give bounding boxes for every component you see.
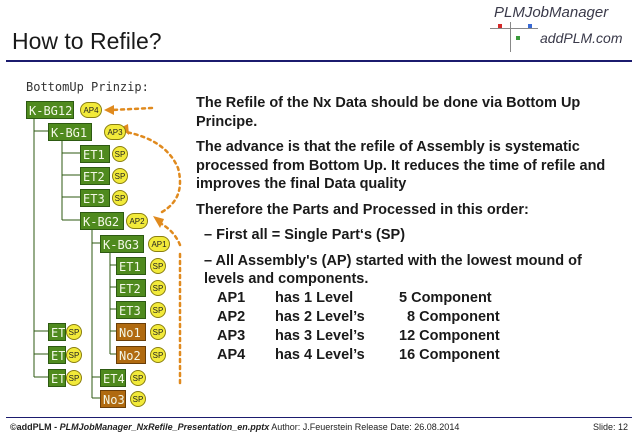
tree-node-no2: No2 (116, 346, 146, 364)
slide-content: The Refile of the Nx Data should be done… (196, 94, 626, 365)
tree-badge-ap3: AP3 (104, 124, 126, 140)
tree-badge-sp: SP (112, 168, 128, 184)
paragraph-advance: The advance is that the refile of Assemb… (196, 139, 606, 192)
footer: ©addPLM - PLMJobManager_NxRefile_Present… (10, 422, 459, 432)
tree-badge-sp: SP (112, 146, 128, 162)
footer-meta: Author: J.Feuerstein Release Date: 26.08… (269, 422, 460, 432)
brand-url: addPLM.com (540, 30, 623, 46)
tree-badge-sp: SP (130, 391, 146, 407)
tree-badge-ap4: AP4 (80, 102, 102, 118)
level-components: 5 Component (399, 289, 492, 306)
tree-node-kbg3: K-BG3 (100, 235, 144, 253)
tree-node-et1: ET1 (80, 145, 110, 163)
tree-node-et2: ET2 (48, 346, 66, 364)
level-count: has 1 Level (275, 289, 354, 306)
tree-badge-sp: SP (150, 280, 166, 296)
tree-badge-sp: SP (150, 258, 166, 274)
footer-filename: PLMJobManager_NxRefile_Presentation_en.p… (59, 422, 270, 432)
level-count: has 4 Level’s (275, 346, 365, 363)
footer-copyright: ©addPLM - (10, 422, 60, 432)
brand-name: PLMJobManager (494, 4, 609, 21)
tree-badge-sp: SP (150, 302, 166, 318)
tree-node-et3: ET3 (48, 369, 66, 387)
level-components: 16 Component (399, 346, 500, 363)
tree-node-et4: ET4 (100, 369, 126, 387)
level-ap: AP3 (217, 327, 246, 344)
tree-node-kbg1: K-BG1 (48, 123, 92, 141)
tree-node-et2: ET2 (116, 279, 146, 297)
page-title: How to Refile? (12, 28, 162, 54)
tree-badge-sp: SP (150, 347, 166, 363)
tree-node-et1: ET1 (116, 257, 146, 275)
level-components: 12 Component (399, 327, 500, 344)
level-components: 8 Component (399, 308, 500, 325)
title-rule (6, 60, 632, 62)
tree-badge-sp: SP (150, 324, 166, 340)
level-ap: AP2 (217, 308, 246, 325)
tree-caption: BottomUp Prinzip: (26, 80, 149, 94)
bullet-single-parts: – First all = Single Part‘s (SP) (204, 227, 406, 243)
slide-number: Slide: 12 (592, 422, 628, 432)
tree-node-et3: ET3 (116, 301, 146, 319)
level-row: AP3 has 3 Level’s 12 Component (196, 327, 626, 346)
tree-node-no1: No1 (116, 323, 146, 341)
level-row: AP4 has 4 Level’s 16 Component (196, 346, 626, 365)
tree-badge-ap2: AP2 (126, 213, 148, 229)
tree-node-no3: No3 (100, 390, 126, 408)
level-ap: AP1 (217, 289, 246, 306)
paragraph-order: Therefore the Parts and Processed in thi… (196, 201, 529, 218)
tree-badge-sp: SP (66, 370, 82, 386)
tree-node-kbg2: K-BG2 (80, 212, 124, 230)
tree-node-et1: ET1 (48, 323, 66, 341)
footer-rule (6, 417, 632, 418)
paragraph-refile-intro: The Refile of the Nx Data should be done… (196, 95, 581, 130)
level-row: AP1 has 1 Level 5 Component (196, 289, 626, 308)
tree-node-et2: ET2 (80, 167, 110, 185)
tree-badge-sp: SP (66, 324, 82, 340)
level-row: AP2 has 2 Level’s 8 Component (196, 308, 626, 327)
tree-badge-sp: SP (66, 347, 82, 363)
level-ap: AP4 (217, 346, 246, 363)
bullet-assemblies: – All Assembly's (AP) started with the l… (204, 252, 582, 288)
brand-logo-icon (490, 22, 538, 52)
tree-badge-sp: SP (112, 190, 128, 206)
tree-node-kbg12: K-BG12 (26, 101, 74, 119)
level-count: has 3 Level’s (275, 327, 365, 344)
level-count: has 2 Level’s (275, 308, 365, 325)
tree-node-et3: ET3 (80, 189, 110, 207)
tree-badge-ap1: AP1 (148, 236, 170, 252)
tree-badge-sp: SP (130, 370, 146, 386)
